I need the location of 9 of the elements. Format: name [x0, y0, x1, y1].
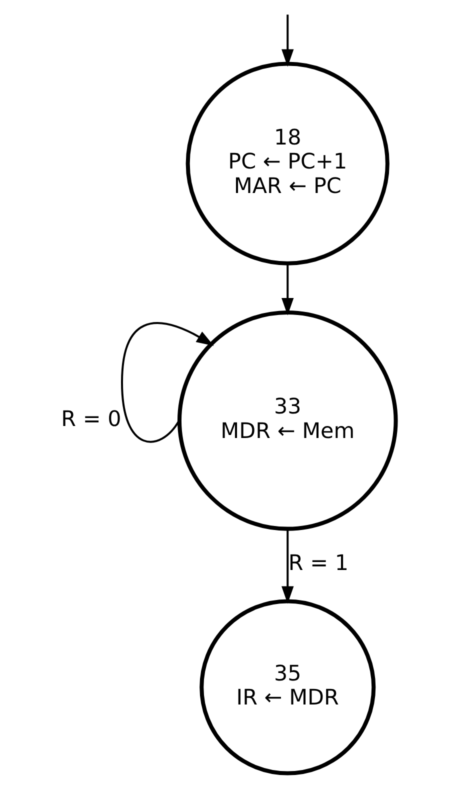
edge-label: R = 1 [288, 550, 348, 576]
node-circle: 35 IR ← MDR [200, 599, 376, 776]
edge-label: R = 0 [61, 406, 122, 432]
arrow [282, 14, 294, 67]
node-circle: 33 MDR ← Mem [177, 310, 398, 531]
arrow [282, 263, 294, 316]
node-circle: 18 PC ← PC+1 MAR ← PC [186, 62, 390, 266]
arrow [121, 322, 214, 443]
arrow [282, 528, 294, 604]
